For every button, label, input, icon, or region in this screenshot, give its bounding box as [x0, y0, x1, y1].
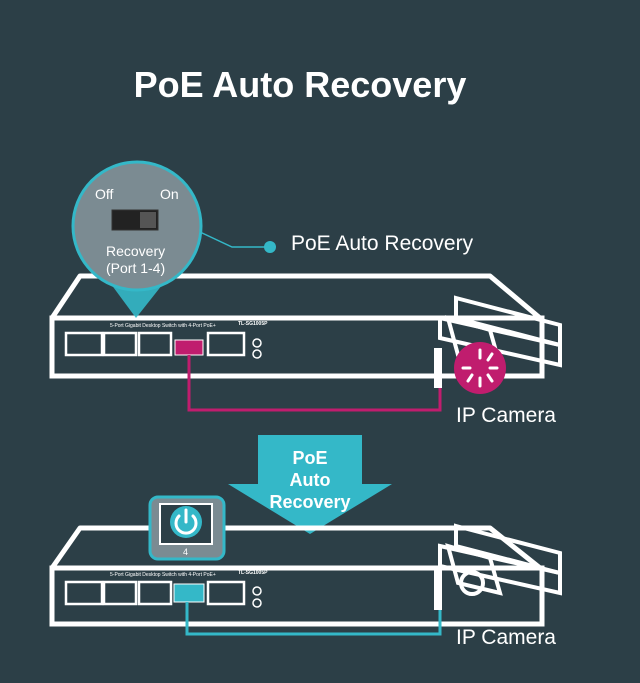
arrow-text: PoE Auto Recovery [250, 447, 370, 513]
svg-text:TL-SG1005P: TL-SG1005P [238, 570, 268, 576]
switch-bottom: 5-Port Gigabit Desktop Switch with 4-Por… [49, 525, 545, 627]
switch-zoom-circle [71, 160, 203, 292]
svg-text:5-Port Gigabit Desktop Switch: 5-Port Gigabit Desktop Switch with 4-Por… [110, 572, 216, 578]
on-label: On [160, 186, 179, 202]
security-camera-icon [434, 523, 562, 610]
loading-spinner-icon [454, 342, 506, 394]
down-arrow [228, 435, 392, 534]
callout-line [199, 231, 270, 248]
arrow-text-line-3: Recovery [269, 492, 351, 512]
svg-text:5-Port Gigabit Desktop Switch: 5-Port Gigabit Desktop Switch with 4-Por… [110, 323, 216, 329]
callout-dot [264, 241, 276, 253]
power-icon [170, 506, 202, 538]
fault-cable [187, 355, 442, 412]
arrow-text-line-1: PoE [292, 448, 328, 468]
page-title: PoE Auto Recovery [133, 64, 467, 105]
svg-text:TL-SG1005P: TL-SG1005P [238, 321, 268, 327]
port-zoom-number: 4 [183, 547, 189, 557]
off-label: Off [95, 186, 114, 202]
recovery-label: Recovery [106, 243, 166, 259]
arrow-text-line-2: Auto [289, 470, 331, 490]
camera-label-bottom: IP Camera [456, 626, 556, 649]
callout-label: PoE Auto Recovery [291, 232, 474, 255]
healthy-cable [185, 592, 442, 636]
port-range-label: (Port 1-4) [106, 260, 166, 276]
camera-label-top: IP Camera [456, 404, 556, 427]
